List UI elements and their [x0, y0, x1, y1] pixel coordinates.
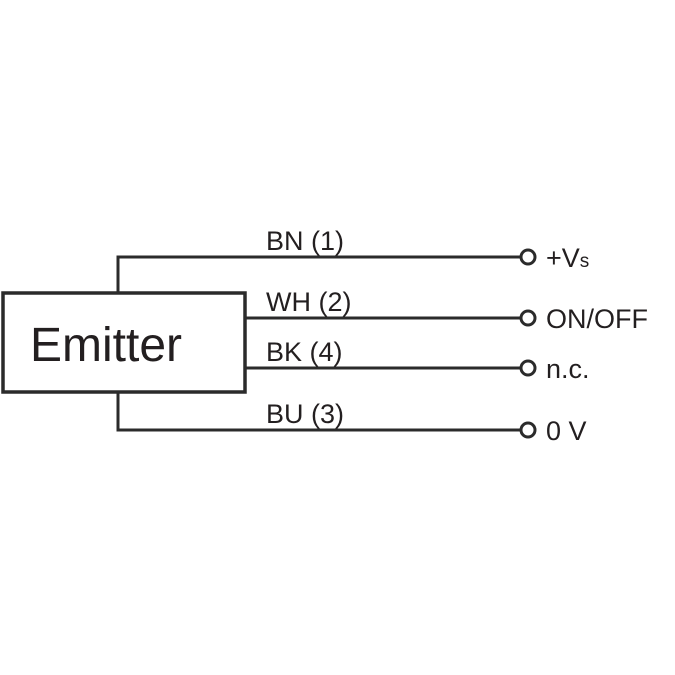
terminal-label-bn: +Vs	[546, 243, 589, 273]
wire-label-wh: WH (2)	[266, 287, 351, 317]
terminal-label-wh: ON/OFF	[546, 304, 648, 334]
terminal-label-bn-main: +V	[546, 243, 580, 273]
device-group-emitter: Emitter	[1, 291, 247, 394]
terminal-label-bn-sub: s	[580, 251, 590, 272]
terminal-dot-bk[interactable]	[519, 359, 537, 377]
wire-group-bn: BN (1) +Vs	[116, 226, 589, 297]
terminal-label-bu: 0 V	[546, 416, 587, 446]
terminal-dot-bu[interactable]	[519, 421, 537, 439]
device-box-emitter	[1, 291, 247, 394]
terminal-dot-bn[interactable]	[519, 248, 537, 266]
wire-group-bk: BK (4) n.c.	[243, 337, 590, 384]
wire-group-wh: WH (2) ON/OFF	[243, 287, 648, 334]
wire-label-bn: BN (1)	[266, 226, 344, 256]
wire-group-bu: BU (3) 0 V	[116, 388, 587, 446]
device-label-emitter: Emitter	[30, 319, 182, 372]
wire-label-bk: BK (4)	[266, 337, 343, 367]
terminal-label-bk: n.c.	[546, 354, 590, 384]
terminal-dot-wh[interactable]	[519, 309, 537, 327]
wire-label-bu: BU (3)	[266, 399, 344, 429]
